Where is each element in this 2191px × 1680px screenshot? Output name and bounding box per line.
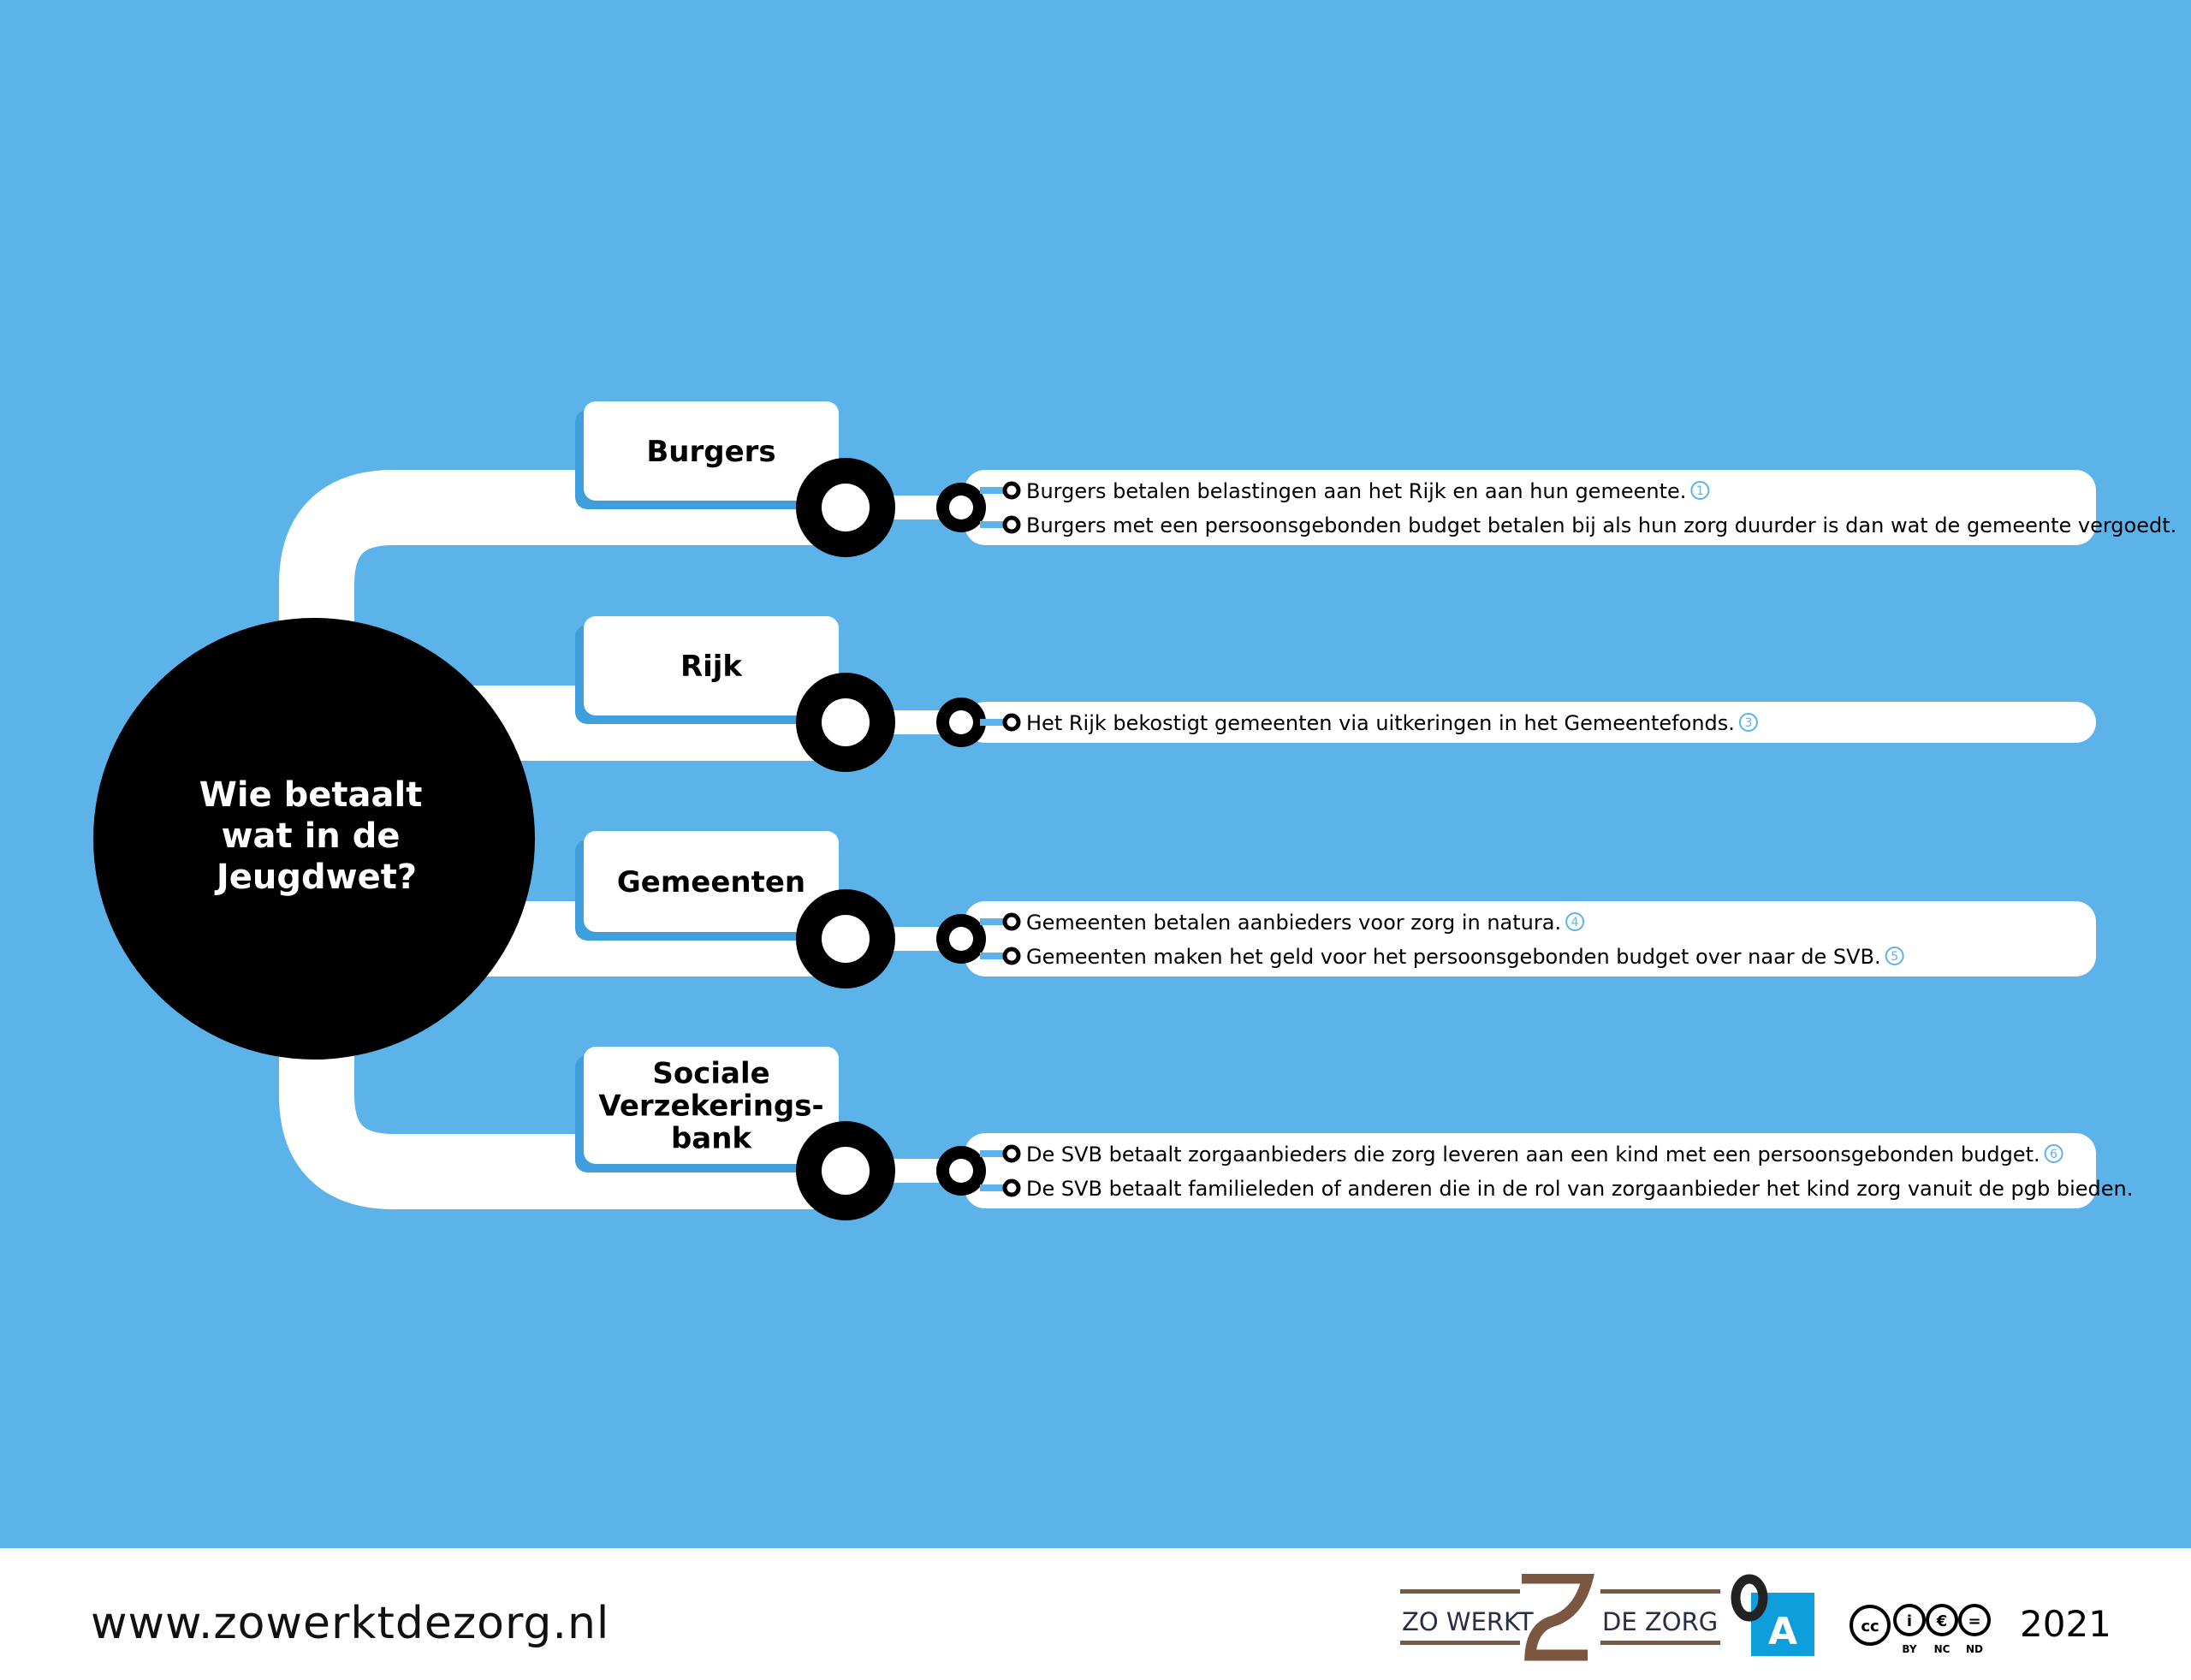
svg-text:i: i [1907,1612,1912,1630]
svg-text:€: € [1936,1612,1948,1630]
cc-license-icon: cc i € = BY NC ND [1850,1604,1991,1655]
footnote-icon[interactable] [1885,947,1904,965]
svg-text:BY: BY [1902,1643,1916,1655]
svg-text:A: A [1768,1610,1797,1653]
footnote-number[interactable]: 7 [2143,1182,2151,1196]
statement-text: Het Rijk bekostigt gemeenten via uitkeri… [1026,711,1735,735]
svg-text:DE ZORG: DE ZORG [1602,1607,1718,1636]
nd-icon [1958,1604,1991,1636]
bullet-icon [1002,912,1021,931]
footnote-number[interactable]: 5 [1891,950,1898,964]
footnote-icon[interactable] [1690,481,1710,500]
svg-text:ZO WERKT: ZO WERKT [1402,1607,1534,1636]
footnote-number[interactable]: 4 [1571,916,1579,929]
actor-label: Rijk [680,650,743,684]
title-circle [93,618,535,1060]
actor-label-box [584,1047,839,1164]
diagram-title: Wie betaalt wat in de Jeugdwet? [199,775,435,897]
svg-text:cc: cc [1861,1618,1879,1635]
statement-panel [965,470,2096,545]
footer: www.zowerktdezorg.nl ZO WERKT DE ZORG A … [0,1548,2191,1680]
by-icon [1893,1604,1926,1636]
actor-label-box [584,616,839,715]
statement-text: Gemeenten maken het geld voor het persoo… [1026,945,1881,969]
website-link[interactable]: www.zowerktdezorg.nl [91,1598,610,1649]
bullet-icon [1002,515,1021,534]
year: 2021 [2020,1603,2111,1645]
statement-text: Gemeenten betalen aanbieders voor zorg i… [1026,911,1561,935]
actor-label: Gemeenten [617,865,805,899]
footnote-number[interactable]: 6 [2050,1148,2057,1161]
footnote-number[interactable]: 2 [2187,519,2191,532]
statement-text: De SVB betaalt zorgaanbieders die zorg l… [1026,1143,2040,1167]
statement-text: Burgers betalen belastingen aan het Rijk… [1026,479,1686,503]
bullet-icon [1002,713,1021,732]
statement-panel [965,702,2096,743]
open-access-logo: A [1731,1574,1814,1656]
actor-label: Burgers [646,435,775,469]
footnote-icon[interactable] [1738,713,1758,732]
bullet-icon [1002,481,1021,500]
footnote-number[interactable]: 1 [1696,484,1704,498]
statement-panel [965,1133,2096,1208]
statement-text: Burgers met een persoonsgebonden budget … [1026,513,2176,537]
actor-label-box [584,831,839,932]
zo-werkt-de-zorg-logo: ZO WERKT DE ZORG [1400,1574,1720,1661]
bullet-icon [1002,947,1021,965]
svg-text:NC: NC [1934,1643,1951,1655]
footnote-icon[interactable] [2137,1178,2157,1197]
footnote-icon[interactable] [1565,912,1585,931]
bullet-icon [1002,1144,1021,1163]
statement-text: De SVB betaalt familieleden of anderen d… [1026,1177,2133,1201]
svg-text:=: = [1968,1612,1980,1630]
nc-icon [1926,1604,1958,1636]
actor-label-box [584,401,839,501]
footnote-icon[interactable] [2044,1144,2063,1163]
footnote-number[interactable]: 3 [1744,716,1752,730]
footnote-icon[interactable] [2181,515,2191,534]
svg-text:ND: ND [1966,1643,1983,1655]
statement-panel [965,901,2096,977]
bullet-icon [1002,1178,1021,1197]
